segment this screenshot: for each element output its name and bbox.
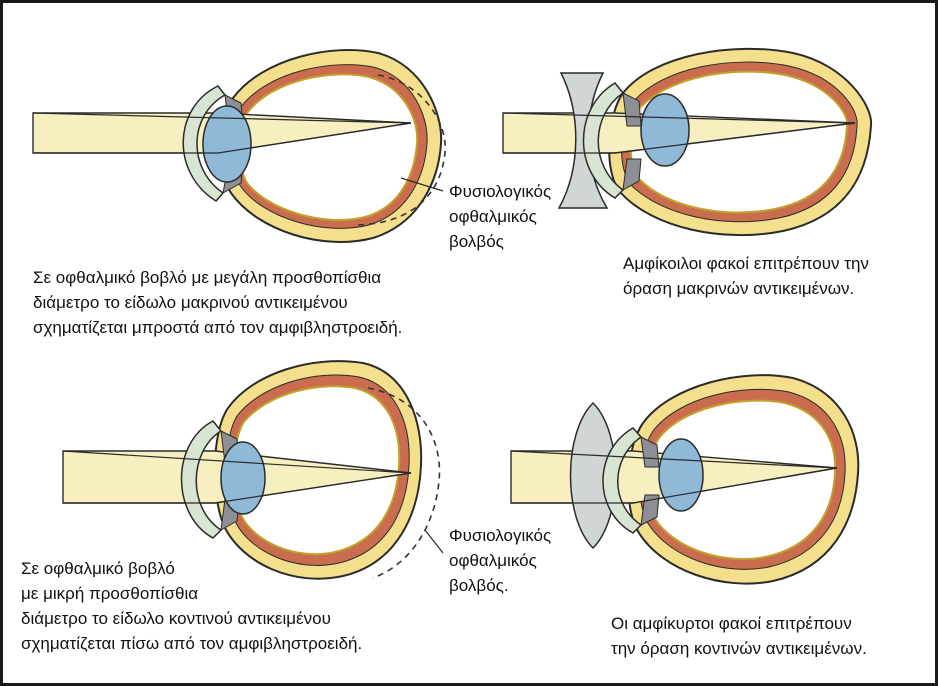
- eye-hyperopic: [62, 360, 444, 580]
- eye-corrected-concave: [502, 47, 873, 237]
- eye-myopic: [32, 49, 446, 243]
- eye-diagrams: [32, 47, 873, 585]
- caption-myopia: Σε οφθαλμικό βοβλό με μεγάλη προσθοπίσθι…: [33, 268, 403, 337]
- caption-convex-lens: Οι αμφίκυρτοι φακοί επιτρέπουν την όραση…: [611, 614, 867, 658]
- eye-corrected-convex: [510, 374, 860, 585]
- caption-concave-lens: Αμφίκοιλοι φακοί επιτρέπουν την όραση μα…: [623, 254, 869, 298]
- caption-hyperopia: Σε οφθαλμικό βοβλό με μικρή προσθοπίσθια…: [21, 559, 363, 653]
- normal-eye-label-top: Φυσιολογικός οφθαλμικός βολβός: [449, 182, 552, 251]
- normal-eye-label-bottom: Φυσιολογικός οφθαλμικός βολβός.: [449, 526, 552, 595]
